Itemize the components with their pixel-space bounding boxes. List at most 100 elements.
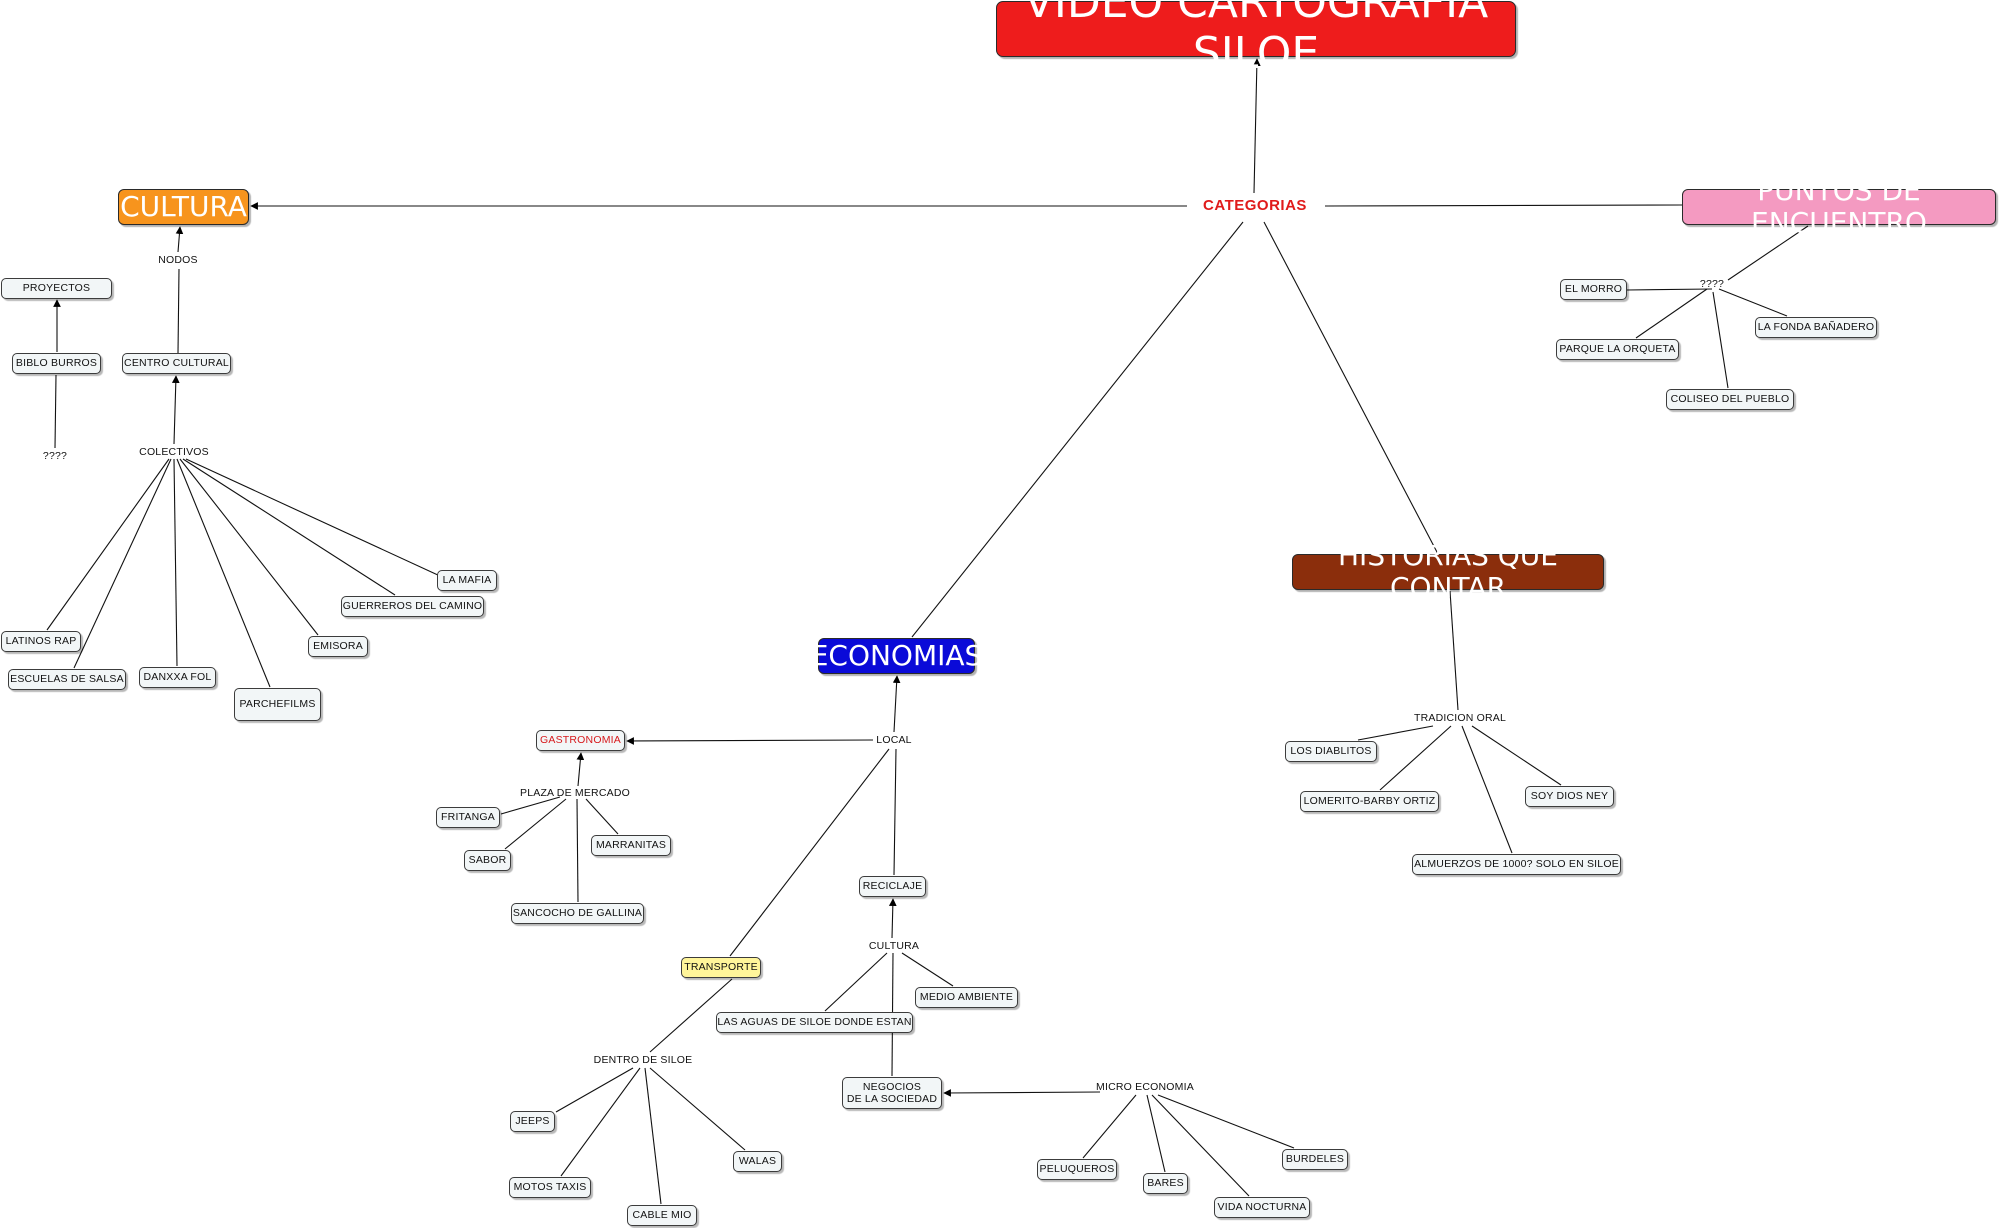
edge-hub-title [1252, 58, 1261, 194]
node-soy-dios-ney[interactable]: SOY DIOS NEY [1525, 786, 1614, 807]
node-danxxa-fol[interactable]: DANXXA FOL [139, 667, 216, 688]
node-cable-mio[interactable]: CABLE MIO [627, 1205, 697, 1226]
label-local: LOCAL [876, 733, 912, 746]
category-economias[interactable]: ECONOMIAS [811, 638, 982, 674]
node-bares[interactable]: BARES [1143, 1173, 1188, 1194]
node-la-mafia[interactable]: LA MAFIA [437, 570, 497, 591]
edge-unknown-coliseo [1712, 291, 1729, 389]
edge-micro-burdeles [1157, 1094, 1295, 1149]
edge-centro-nodos [177, 268, 180, 354]
node-los-diablitos[interactable]: LOS DIABLITOS [1285, 741, 1377, 762]
node-transporte[interactable]: TRANSPORTE [681, 957, 761, 978]
edge-plaza-gastronomia [576, 752, 585, 787]
node-sancocho-de-gallina[interactable]: SANCOCHO DE GALLINA [511, 903, 644, 924]
edge-cultura-reciclaje [888, 898, 897, 939]
edge-colectivos-centro [171, 375, 180, 445]
node-emisora[interactable]: EMISORA [308, 636, 368, 657]
node-reciclaje[interactable]: RECICLAJE [859, 876, 926, 897]
label-cultura-unknown: ???? [42, 449, 68, 462]
node-marranitas[interactable]: MARRANITAS [591, 835, 671, 856]
node-negocios-de-la-sociedad[interactable]: NEGOCIOS DE LA SOCIEDAD [842, 1077, 942, 1109]
node-biblo-burros[interactable]: BIBLO BURROS [12, 353, 101, 374]
edge-micro-vida [1151, 1094, 1250, 1197]
edge-plaza-sancocho [576, 798, 579, 903]
label-plaza-de-mercado: PLAZA DE MERCADO [520, 786, 630, 799]
edge-unknown-morro [1626, 288, 1713, 291]
label-nodos: NODOS [158, 253, 198, 266]
node-latinos-rap[interactable]: LATINOS RAP [1, 631, 81, 652]
node-peluqueros[interactable]: PELUQUEROS [1037, 1159, 1117, 1180]
edge-tradicion-diablitos [1357, 725, 1434, 741]
edge-dentro-motos [560, 1067, 641, 1177]
edge-dentro-cable [644, 1067, 662, 1205]
edge-colectivos-guerreros [182, 458, 396, 596]
edge-transporte-dentro [649, 978, 733, 1053]
edge-local-economias [892, 675, 901, 733]
node-parque-la-orqueta[interactable]: PARQUE LA ORQUETA [1556, 339, 1679, 360]
edge-hub-historias [1263, 221, 1439, 555]
node-gastronomia[interactable]: GASTRONOMIA [536, 730, 625, 751]
edge-tradicion-lomerito [1379, 725, 1452, 791]
node-guerreros-del-camino[interactable]: GUERREROS DEL CAMINO [341, 596, 484, 617]
label-tradicion-oral: TRADICION ORAL [1413, 711, 1507, 724]
category-historias-que-contar[interactable]: HISTORIAS QUE CONTAR [1292, 539, 1604, 604]
node-motos-taxis[interactable]: MOTOS TAXIS [509, 1177, 591, 1198]
edge-tradicion-almuerzos [1461, 725, 1513, 854]
map-title[interactable]: VIDEO CARTOGRAFÍA SILOE [996, 0, 1516, 79]
edge-unknown-orqueta [1635, 288, 1708, 339]
node-jeeps[interactable]: JEEPS [510, 1111, 555, 1132]
node-lomerito-barby-ortiz[interactable]: LOMERITO-BARBY ORTIZ [1300, 791, 1439, 812]
edge-colectivos-salsa [73, 458, 172, 669]
node-escuelas-de-salsa[interactable]: ESCUELAS DE SALSA [8, 669, 126, 690]
edge-unknown-fonda [1718, 288, 1788, 317]
edge-dentro-jeeps [555, 1067, 634, 1113]
edge-dentro-walas [649, 1067, 746, 1151]
edge-historias-tradicion [1449, 590, 1459, 711]
node-el-morro[interactable]: EL MORRO [1560, 279, 1627, 300]
node-la-fonda-banadero[interactable]: LA FONDA BAÑADERO [1755, 317, 1877, 338]
label-dentro-de-siloe: DENTRO DE SILOE [593, 1053, 693, 1066]
edge-colectivos-danxxa [173, 458, 178, 667]
edge-colectivos-parchefilms [176, 458, 271, 688]
node-vida-nocturna[interactable]: VIDA NOCTURNA [1214, 1197, 1310, 1218]
edge-puntos-unknown [1727, 225, 1809, 281]
label-puntos-unknown: ???? [1699, 277, 1725, 290]
edge-colectivos-emisora [179, 458, 319, 636]
node-proyectos[interactable]: PROYECTOS [1, 278, 112, 299]
node-almuerzos-de-1000[interactable]: ALMUERZOS DE 1000? SOLO EN SILOE [1412, 854, 1621, 875]
edge-cultura-aguas [824, 952, 888, 1012]
node-walas[interactable]: WALAS [733, 1151, 782, 1172]
categorias-hub[interactable]: CATEGORIAS [1203, 197, 1307, 215]
label-colectivos: COLECTIVOS [139, 445, 209, 458]
edge-hub-economias [911, 221, 1244, 638]
edge-cultura-medio [901, 952, 954, 987]
edge-plaza-sabor [504, 798, 567, 850]
node-fritanga[interactable]: FRITANGA [436, 807, 500, 828]
edge-micro-peluqueros [1082, 1094, 1137, 1159]
edge-unknown-biblo [54, 374, 57, 449]
edge-micro-bares [1146, 1094, 1166, 1173]
category-cultura[interactable]: CULTURA [118, 189, 249, 225]
edge-plaza-marranitas [585, 798, 619, 835]
node-las-aguas-de-siloe[interactable]: LAS AGUAS DE SILOE DONDE ESTAN [716, 1012, 913, 1033]
label-economias-cultura: CULTURA [868, 939, 920, 952]
edge-micro-negocios [943, 1089, 1101, 1097]
node-centro-cultural[interactable]: CENTRO CULTURAL [122, 353, 231, 374]
node-sabor[interactable]: SABOR [464, 850, 511, 871]
edge-colectivos-mafia [185, 458, 441, 577]
node-burdeles[interactable]: BURDELES [1282, 1149, 1348, 1170]
edge-nodos-cultura [175, 226, 184, 253]
node-parchefilms[interactable]: PARCHEFILMS [234, 688, 321, 721]
edge-hub-puntos [1324, 204, 1683, 207]
category-puntos-de-encuentro[interactable]: PUNTOS DE ENCUENTRO [1682, 174, 1996, 239]
edge-plaza-fritanga [500, 796, 561, 815]
edge-local-transporte [729, 748, 890, 957]
edge-local-reciclaje [893, 748, 897, 876]
node-coliseo-del-pueblo[interactable]: COLISEO DEL PUEBLO [1666, 389, 1794, 410]
edge-local-gastronomia [626, 737, 874, 745]
edge-colectivos-latinos [46, 458, 170, 631]
node-medio-ambiente[interactable]: MEDIO AMBIENTE [915, 987, 1018, 1008]
label-micro-economia: MICRO ECONOMIA [1096, 1080, 1194, 1093]
